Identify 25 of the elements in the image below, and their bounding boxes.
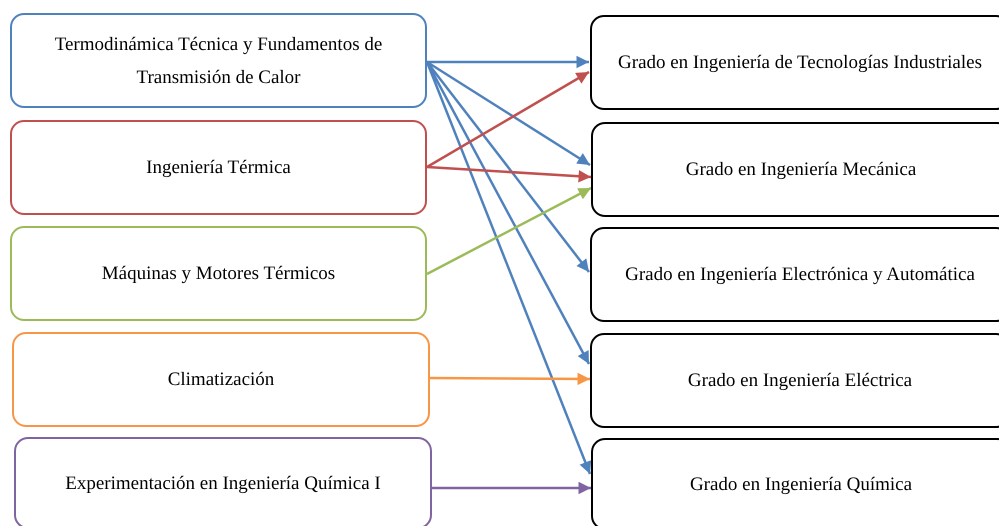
box-label: Climatización bbox=[166, 368, 276, 392]
box-label: Grado en Ingeniería Eléctrica bbox=[686, 369, 914, 393]
arrow bbox=[430, 372, 590, 386]
rounded-box bbox=[590, 227, 999, 322]
box-label: Grado en Ingeniería Química bbox=[688, 472, 914, 496]
arrow bbox=[426, 166, 592, 182]
box-label: Experimentación en Ingeniería Química I bbox=[64, 472, 382, 496]
box-label: Grado en Ingeniería Mecánica bbox=[684, 158, 918, 182]
box-label: Máquinas y Motores Térmicos bbox=[100, 262, 336, 286]
arrow bbox=[426, 186, 592, 276]
rounded-box bbox=[10, 120, 427, 215]
arrow bbox=[432, 482, 591, 494]
box-label: Grado en Ingeniería de Tecnologías Industriales bbox=[617, 51, 983, 75]
box-label: Grado en Ingeniería Electrónica y Automática bbox=[624, 263, 976, 287]
rounded-box bbox=[591, 438, 999, 526]
box-label: Termodinámica Técnica y Fundamentos de Transmisión de Calor bbox=[54, 32, 384, 90]
box-label: Ingeniería Térmica bbox=[145, 156, 292, 180]
rounded-box bbox=[591, 122, 999, 217]
rounded-box bbox=[10, 13, 427, 108]
arrow bbox=[427, 56, 589, 68]
rounded-box bbox=[12, 332, 430, 427]
rounded-box bbox=[10, 226, 427, 321]
rounded-box bbox=[14, 437, 432, 526]
rounded-box bbox=[590, 333, 999, 428]
rounded-box bbox=[590, 15, 999, 110]
